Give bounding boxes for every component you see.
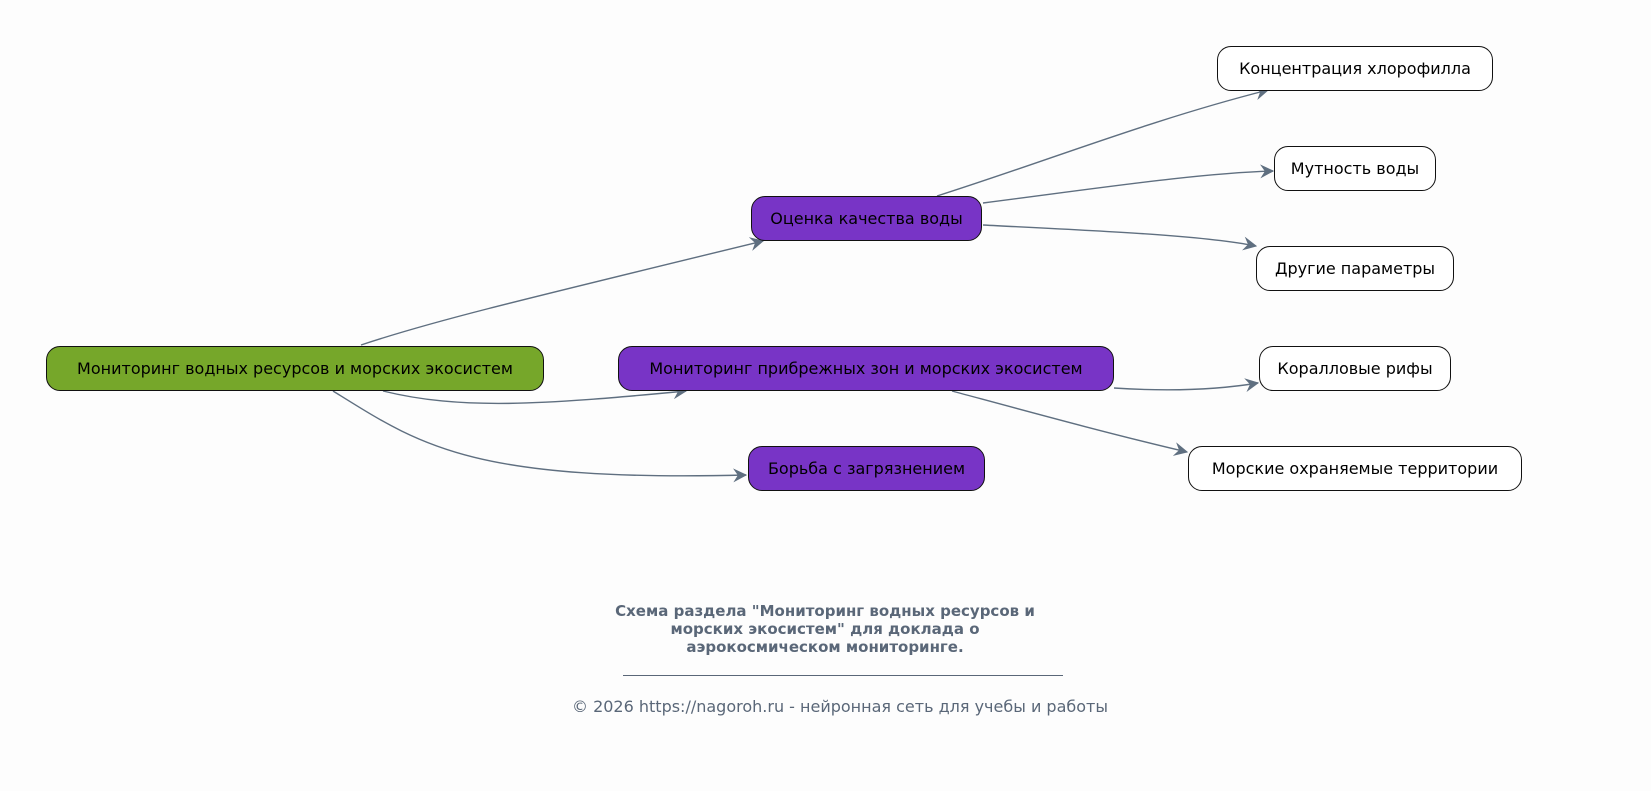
edge-root-quality	[360, 237, 765, 346]
branch-label: Борьба с загрязнением	[767, 459, 966, 478]
edge-coastal-reefs	[1113, 378, 1260, 393]
edge-quality-chlorophyll	[936, 86, 1270, 197]
caption-line: морских экосистем" для доклада о	[670, 620, 980, 638]
branch-node-water-quality[interactable]: Оценка качества воды	[751, 196, 982, 241]
branch-node-coastal[interactable]: Мониторинг прибрежных зон и морских экос…	[618, 346, 1114, 391]
leaf-node-turbidity[interactable]: Мутность воды	[1274, 146, 1436, 191]
root-label: Мониторинг водных ресурсов и морских эко…	[77, 359, 513, 378]
edge-root-coastal	[382, 385, 688, 405]
branch-label: Оценка качества воды	[770, 209, 963, 228]
caption-line: Схема раздела "Мониторинг водных ресурсо…	[615, 602, 1035, 620]
branch-node-pollution[interactable]: Борьба с загрязнением	[748, 446, 985, 491]
root-node[interactable]: Мониторинг водных ресурсов и морских эко…	[46, 346, 544, 391]
leaf-label: Концентрация хлорофилла	[1239, 59, 1471, 78]
edge-coastal-protected	[951, 390, 1189, 456]
edge-root-pollution	[332, 390, 748, 483]
caption-divider	[623, 675, 1063, 676]
leaf-label: Другие параметры	[1274, 259, 1436, 278]
leaf-node-other-params[interactable]: Другие параметры	[1256, 246, 1454, 291]
leaf-node-chlorophyll[interactable]: Концентрация хлорофилла	[1217, 46, 1493, 91]
leaf-node-coral-reefs[interactable]: Коралловые рифы	[1259, 346, 1451, 391]
edge-quality-turbidity	[982, 164, 1275, 204]
leaf-label: Мутность воды	[1290, 159, 1420, 178]
leaf-node-protected-areas[interactable]: Морские охраняемые территории	[1188, 446, 1522, 491]
copyright-text: © 2026 https://nagoroh.ru - нейронная се…	[571, 697, 1108, 716]
branch-label: Мониторинг прибрежных зон и морских экос…	[649, 359, 1083, 378]
leaf-label: Коралловые рифы	[1277, 359, 1433, 378]
caption-line: аэрокосмическом мониторинге.	[686, 638, 964, 656]
leaf-label: Морские охраняемые территории	[1211, 459, 1499, 478]
diagram-caption: Схема раздела "Мониторинг водных ресурсо…	[500, 602, 1150, 656]
edge-quality-other	[982, 224, 1258, 251]
